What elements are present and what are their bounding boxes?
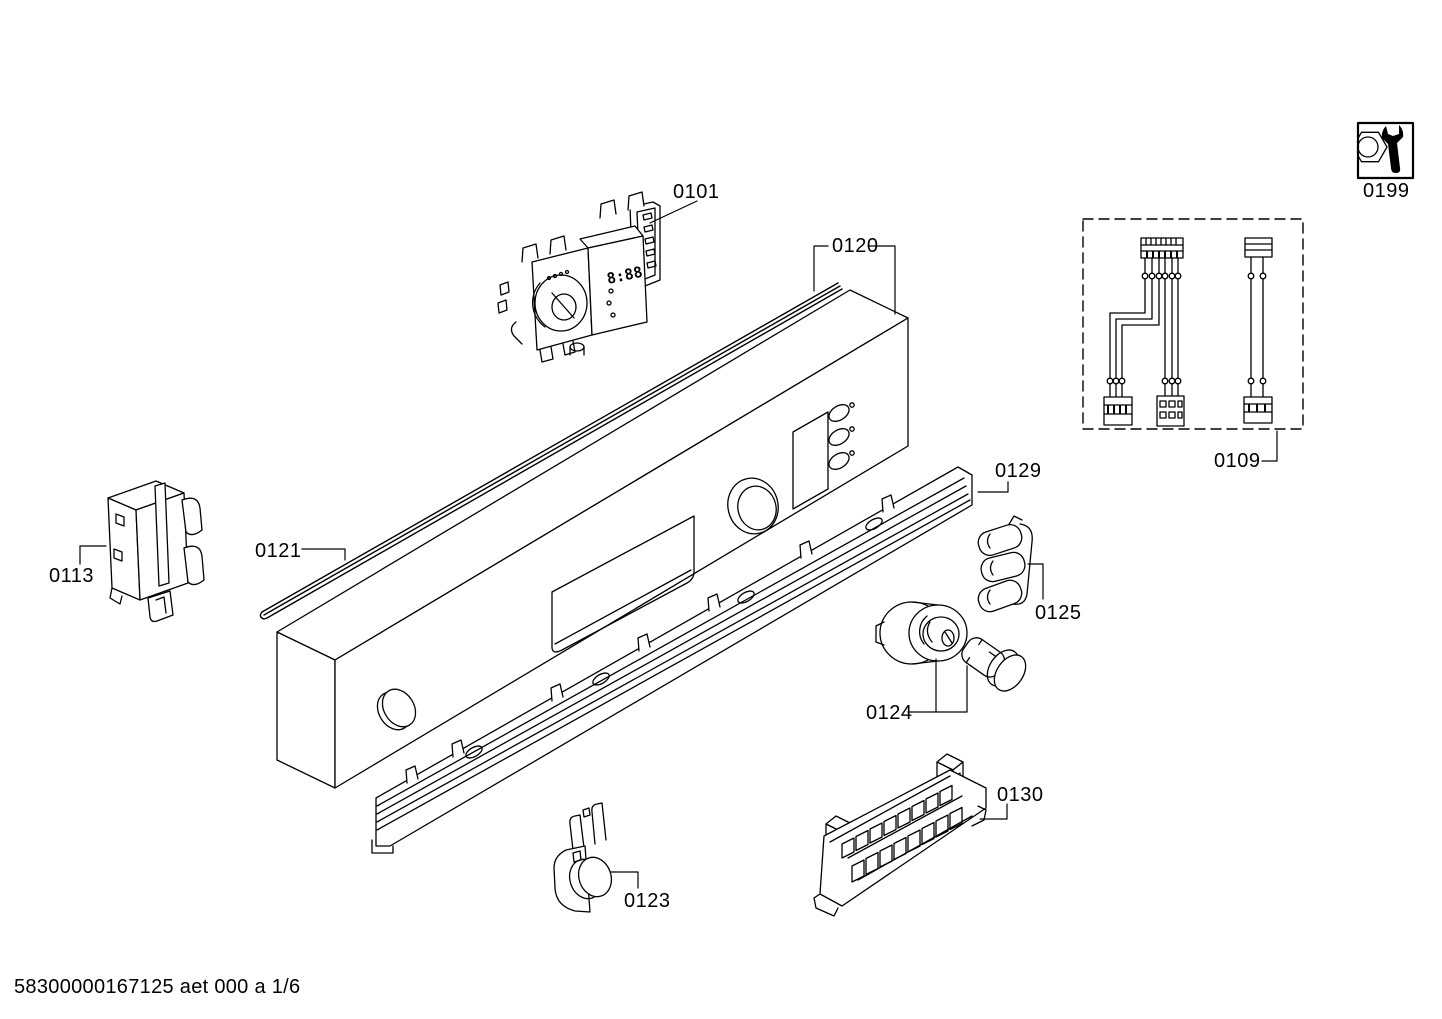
wrench-bolt-icon[interactable] [1353,121,1415,180]
part-label-0121[interactable]: 0121 [255,540,302,562]
knob-drawing[interactable] [875,601,1032,697]
mounting-bracket-drawing[interactable] [107,480,205,623]
control-module-drawing[interactable]: 8:88 [497,191,661,363]
part-label-0125[interactable]: 0125 [1035,602,1082,624]
fastening-rail-drawing[interactable] [371,466,973,854]
control-panel-drawing[interactable] [276,289,909,789]
part-label-0124[interactable]: 0124 [866,702,913,724]
part-label-0199[interactable]: 0199 [1363,180,1410,202]
push-button-drawing[interactable] [553,802,616,913]
part-label-0123[interactable]: 0123 [624,890,671,912]
part-label-0113[interactable]: 0113 [49,565,95,587]
part-label-0101[interactable]: 0101 [673,181,720,203]
clip-set-drawing[interactable] [975,515,1033,615]
part-label-0130[interactable]: 0130 [997,784,1044,806]
trim-strip-drawing[interactable] [259,282,843,620]
part-label-0129[interactable]: 0129 [995,460,1042,482]
cable-harness-drawing[interactable] [1082,218,1304,430]
part-label-0109[interactable]: 0109 [1214,450,1261,472]
switch-carrier-drawing[interactable] [813,753,987,917]
document-number: 58300000167125 aet 000 a 1/6 [14,976,301,998]
part-label-0120[interactable]: 0120 [832,235,879,257]
leader-lines [79,200,1278,889]
